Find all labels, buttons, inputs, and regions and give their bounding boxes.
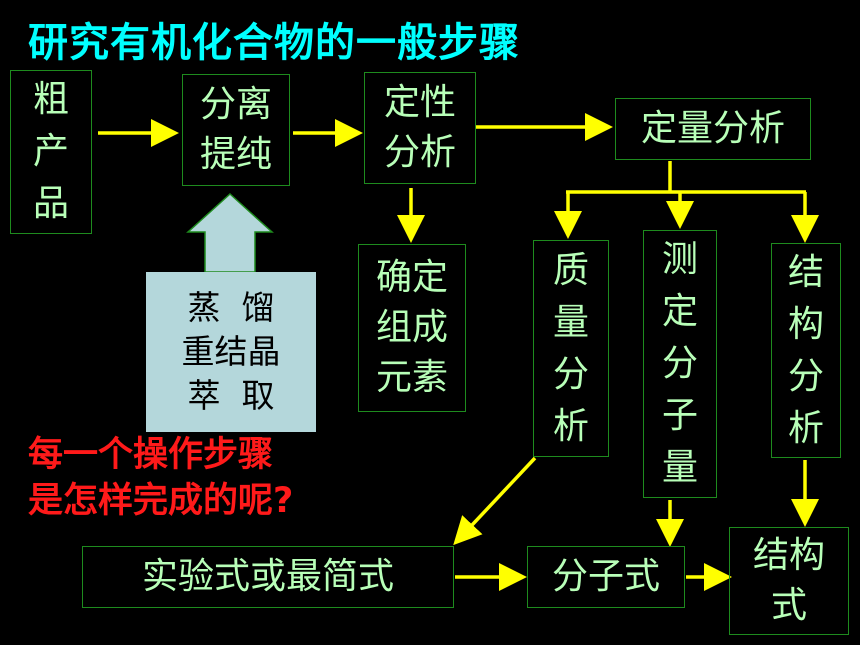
- method-extraction: 萃 取: [187, 376, 275, 415]
- page-title: 研究有机化合物的一般步骤: [28, 20, 520, 66]
- node-molecular-mass: 测 定 分 子 量: [643, 230, 717, 498]
- node-qualitative-analysis: 定性 分析: [364, 72, 476, 184]
- node-determine-elements: 确定 组成 元素: [358, 244, 466, 412]
- node-structural-formula: 结构 式: [729, 527, 849, 635]
- node-molecular-formula: 分子式: [527, 546, 685, 608]
- node-crude-product: 粗 产 品: [10, 70, 92, 234]
- node-separation: 分离 提纯: [182, 74, 290, 186]
- node-empirical-formula: 实验式或最简式: [82, 546, 454, 608]
- node-mass-analysis: 质 量 分 析: [533, 240, 609, 457]
- node-structure-analysis: 结 构 分 析: [771, 243, 841, 458]
- question-text: 每一个操作步骤 是怎样完成的呢?: [28, 435, 294, 521]
- arrow-mass-to-empirical: [453, 456, 537, 546]
- method-distillation: 蒸 馏: [187, 288, 275, 327]
- method-recrystallization: 重结晶: [181, 332, 281, 371]
- node-quantitative-analysis: 定量分析: [615, 98, 811, 160]
- upward-block-arrow: [186, 192, 274, 273]
- methods-block: 蒸 馏 重结晶 萃 取: [146, 272, 316, 432]
